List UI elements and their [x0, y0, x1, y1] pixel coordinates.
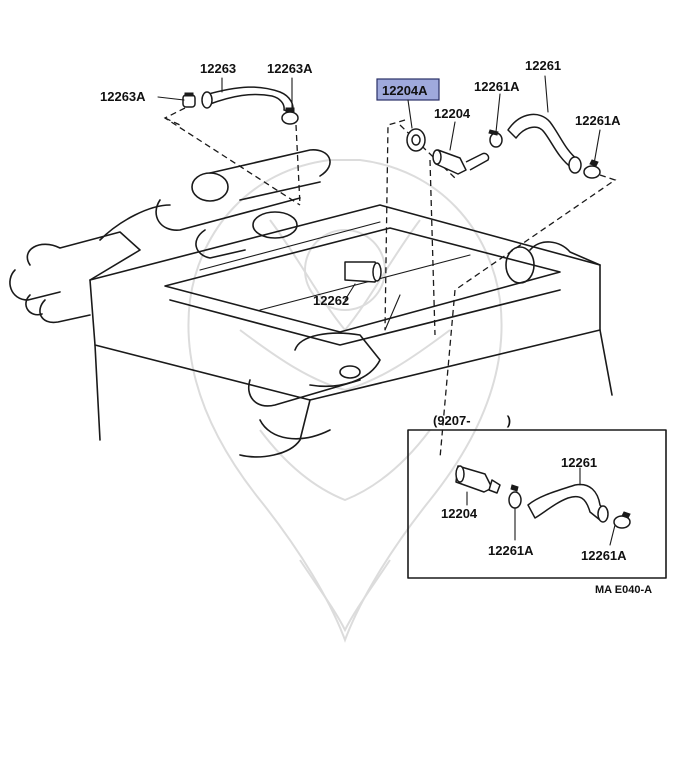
label-12204-top: 12204	[434, 106, 471, 121]
label-12261A-inset-right: 12261A	[581, 548, 627, 563]
pcv-valve-12204-top	[432, 149, 490, 175]
clamp-12261A-top	[488, 129, 503, 148]
label-12204A: 12204A	[382, 83, 428, 98]
label-12263A-right: 12263A	[267, 61, 313, 76]
inset-box	[407, 429, 667, 579]
clamp-12261A-inset-left	[508, 484, 522, 541]
pipe-12262	[344, 261, 382, 301]
leader-lines	[163, 107, 617, 459]
engine-block	[9, 149, 613, 458]
grommet-12204A	[406, 128, 426, 152]
label-12263: 12263	[200, 61, 236, 76]
hose-12261-top	[507, 113, 582, 174]
label-diagram-code: MA E040-A	[595, 584, 652, 596]
label-inset-date: (9207- )	[433, 413, 511, 428]
label-12261A-top: 12261A	[474, 79, 520, 94]
label-12262: 12262	[313, 293, 349, 308]
label-12204-inset: 12204	[441, 506, 478, 521]
watermark-emblem	[187, 159, 503, 643]
label-12261A-right: 12261A	[575, 113, 621, 128]
hose-12261-inset	[527, 483, 609, 523]
pcv-valve-12204-inset	[455, 465, 501, 506]
label-leaders	[157, 75, 601, 486]
label-12261-top: 12261	[525, 58, 561, 73]
clamp-12261A-inset-right	[609, 511, 631, 546]
clamp-12263A-right	[281, 107, 299, 125]
hose-12263-assembly	[182, 86, 299, 125]
label-12263A-left: 12263A	[100, 89, 146, 104]
clamp-12263A-left	[182, 92, 196, 108]
clamp-12261A-right	[583, 159, 601, 179]
label-12261A-inset-left: 12261A	[488, 543, 534, 558]
label-12261-inset: 12261	[561, 455, 597, 470]
